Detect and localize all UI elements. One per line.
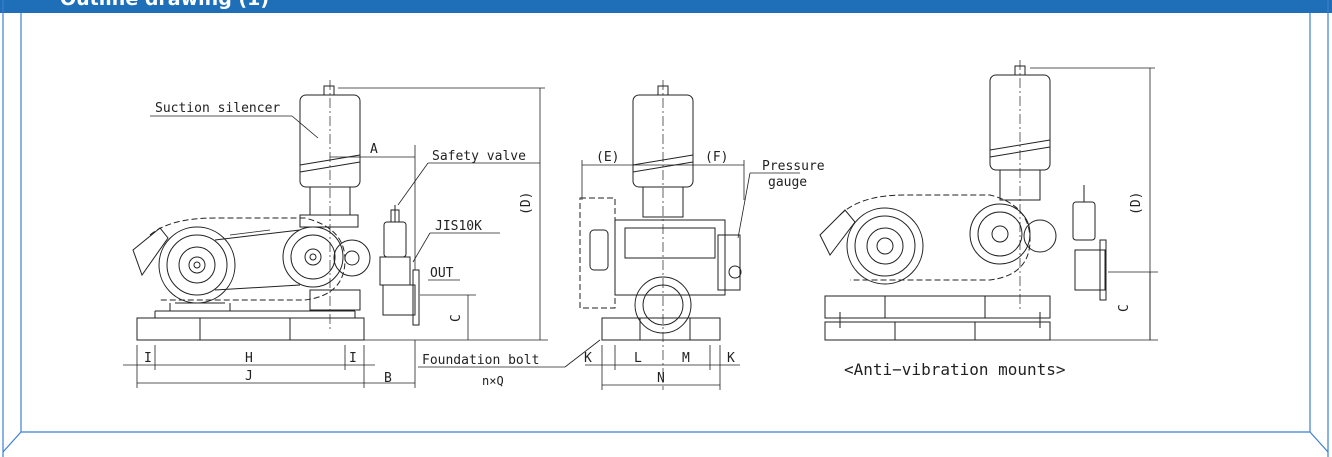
foundation-bolt-label: Foundation bolt [422, 353, 539, 368]
dim-m: M [682, 351, 690, 366]
jis-label: JIS10K [435, 219, 482, 234]
side-view-dimensions [123, 87, 601, 388]
pressure-gauge-label-line1: Pressure [762, 159, 825, 174]
dim-f: (F) [705, 150, 728, 165]
front-view-blower [579, 80, 742, 390]
dim-i-left: I [144, 351, 152, 366]
out-label: OUT [430, 266, 454, 281]
anti-vibration-view [819, 60, 1107, 341]
dim-e: (E) [596, 150, 619, 165]
dim-c: C [449, 314, 464, 322]
dim-k-right: K [727, 351, 735, 366]
front-view-dimensions [581, 160, 800, 390]
dim-k-left: K [584, 351, 592, 366]
suction-silencer-label: Suction silencer [155, 101, 280, 116]
dim-h: H [245, 351, 253, 366]
dim-d: (D) [519, 192, 534, 215]
dim-a: A [370, 142, 378, 157]
header-bar: Outline drawing (1) [0, 0, 1332, 13]
dim-c-anti: C [1117, 304, 1132, 312]
dim-j: J [245, 369, 253, 384]
anti-vibration-label: <Anti−vibration mounts> [844, 360, 1066, 379]
n-x-q-label: n×Q [482, 374, 504, 388]
safety-valve-label: Safety valve [432, 149, 526, 164]
dim-l: L [634, 351, 642, 366]
header-title: Outline drawing (1) [60, 0, 269, 10]
dim-i-right: I [349, 351, 357, 366]
side-view-blower [132, 80, 420, 341]
dim-d-anti: (D) [1129, 192, 1144, 215]
pressure-gauge-label-line2: gauge [768, 175, 807, 190]
anti-vibration-dimensions [1030, 67, 1158, 341]
dim-b: B [384, 371, 392, 386]
dim-n: N [657, 371, 665, 386]
